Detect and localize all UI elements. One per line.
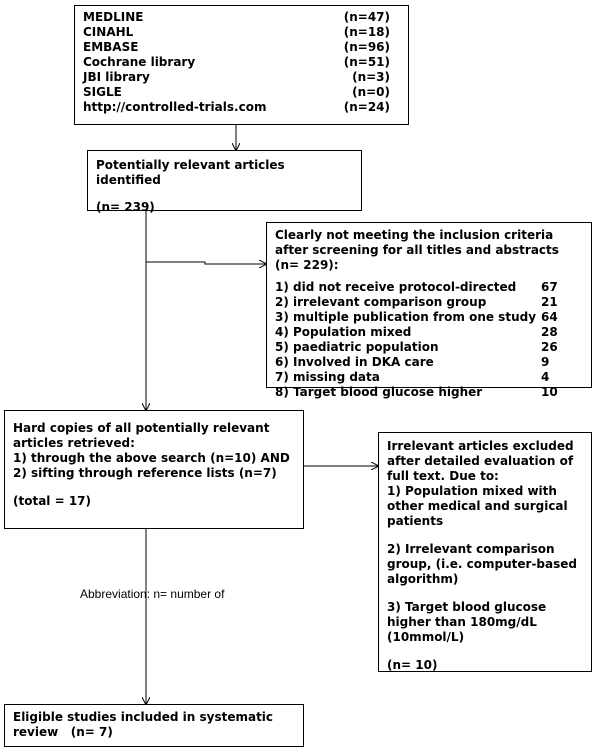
database-count: (n=18) [343,25,390,39]
exclusion-reason-row: 7) missing data 4 [275,370,581,385]
database-count: (n=3) [352,70,390,84]
arrow-to-screening-exclusion [146,262,266,264]
screening-exclusion-title: Clearly not meeting the inclusion criter… [275,228,559,272]
databases-box: MEDLINE(n=47) CINAHL(n=18) EMBASE(n=96) … [74,5,409,125]
database-name: CINAHL [83,25,134,39]
fulltext-exclusion-box: Irrelevant articles excluded after detai… [378,432,592,672]
retrieved-title: Hard copies of all potentially relevant … [13,421,270,450]
exclusion-reason: 8) Target blood glucose higher [275,385,483,399]
database-name: SIGLE [83,85,122,99]
exclusion-reason: 3) multiple publication from one study [275,310,537,324]
database-row: CINAHL (n=18) [83,25,390,40]
database-count: (n=96) [343,40,390,54]
eligible-box: Eligible studies included in systematic … [4,704,304,747]
exclusion-count: 9 [541,355,550,369]
exclusion-reason-row: 3) multiple publication from one study 64 [275,310,581,325]
exclusion-count: 10 [541,385,558,399]
database-row: JBI library (n=3) [83,70,390,85]
retrieved-line-1: 1) through the above search (n=10) AND [13,451,290,465]
database-count: (n=0) [352,85,390,99]
exclusion-reason: 7) missing data [275,370,380,384]
database-name: EMBASE [83,40,139,54]
abbreviation-note: Abbreviation: n= number of [80,587,225,601]
database-name: Cochrane library [83,55,196,69]
fulltext-exclusion-title: Irrelevant articles excluded after detai… [387,439,574,483]
database-name: http://controlled-trials.com [83,100,267,114]
database-name: JBI library [83,70,150,84]
database-row: MEDLINE (n=47) [83,10,390,25]
exclusion-count: 67 [541,280,558,294]
exclusion-reason: 2) irrelevant comparison group [275,295,487,309]
exclusion-reason-row: 6) Involved in DKA care 9 [275,355,581,370]
retrieved-total: (total = 17) [13,494,92,508]
retrieved-line-2: 2) sifting through reference lists (n=7) [13,466,277,480]
exclusion-reason-row: 8) Target blood glucose higher 10 [275,385,581,400]
fulltext-reason-1: 1) Population mixed with other medical a… [387,484,568,528]
identified-count: (n= 239) [96,200,155,214]
database-count: (n=51) [343,55,390,69]
exclusion-count: 21 [541,295,558,309]
exclusion-count: 28 [541,325,558,339]
exclusion-reason-row: 1) did not receive protocol-directed 67 [275,280,581,295]
exclusion-reason-row: 4) Population mixed 28 [275,325,581,340]
fulltext-reason-2: 2) Irrelevant comparison group, (i.e. co… [387,542,577,586]
exclusion-reason: 4) Population mixed [275,325,412,339]
exclusion-count: 64 [541,310,558,324]
identified-title: Potentially relevant articles identified [96,158,285,187]
screening-exclusion-box: Clearly not meeting the inclusion criter… [266,222,592,399]
exclusion-count: 26 [541,340,558,354]
exclusion-reason: 5) paediatric population [275,340,439,354]
eligible-count: (n= 7) [70,725,113,739]
database-row: Cochrane library (n=51) [83,55,390,70]
exclusion-reason: 1) did not receive protocol-directed [275,280,517,294]
fulltext-reason-3: 3) Target blood glucose higher than 180m… [387,600,547,644]
database-name: MEDLINE [83,10,144,24]
database-row: SIGLE (n=0) [83,85,390,100]
database-count: (n=24) [343,100,390,114]
exclusion-reason: 6) Involved in DKA care [275,355,434,369]
retrieved-box: Hard copies of all potentially relevant … [4,410,304,529]
database-row: EMBASE (n=96) [83,40,390,55]
database-count: (n=47) [343,10,390,24]
exclusion-reason-row: 5) paediatric population 26 [275,340,581,355]
exclusion-count: 4 [541,370,550,384]
database-row: http://controlled-trials.com (n=24) [83,100,390,115]
eligible-title: Eligible studies included in systematic … [13,710,274,739]
fulltext-exclusion-count: (n= 10) [387,658,438,672]
identified-box: Potentially relevant articles identified… [87,150,362,214]
exclusion-reason-row: 2) irrelevant comparison group 21 [275,295,581,310]
